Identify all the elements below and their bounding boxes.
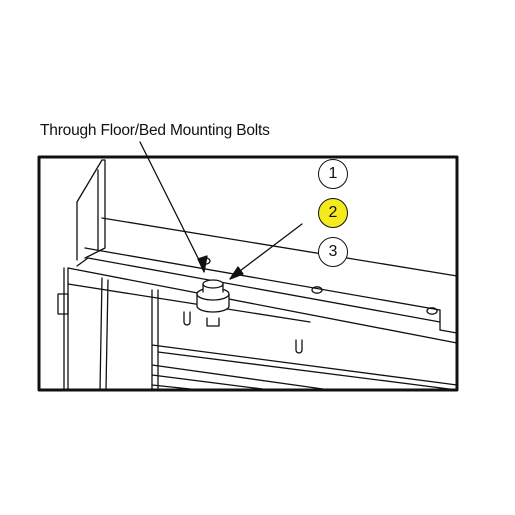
arrow-icon [139,141,303,280]
diagram-frame [37,155,459,392]
step-1-marker[interactable]: 1 [318,159,348,189]
mounting-bolt-icon [196,279,230,327]
bolt-hole [426,307,438,315]
left-flange [76,159,106,261]
callout-label: Through Floor/Bed Mounting Bolts [40,122,270,139]
inner-members [99,277,458,391]
bolt-hole [311,286,323,294]
bolt-end [183,311,303,354]
step-2-marker[interactable]: 2 [318,198,348,228]
step-3-marker[interactable]: 3 [318,237,348,267]
crossmember [76,217,458,334]
